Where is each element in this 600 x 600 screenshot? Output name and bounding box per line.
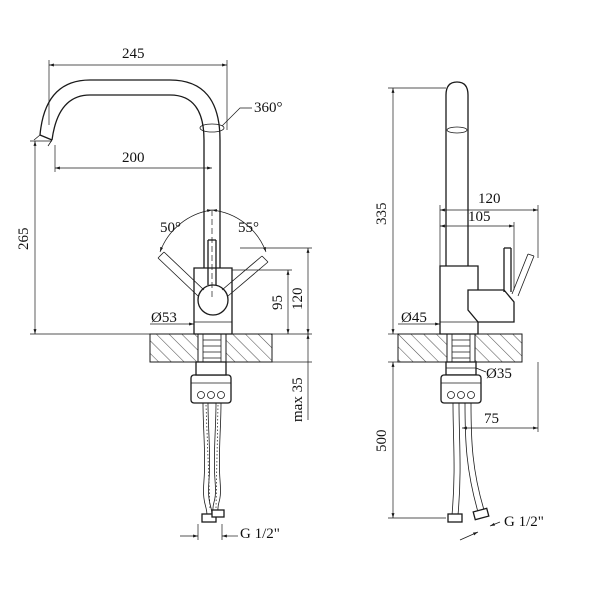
- dim-swivel: 360°: [254, 100, 283, 116]
- dim-base-diameter-side: Ø45: [401, 310, 427, 326]
- dim-hose-offset: 75: [484, 411, 499, 427]
- side-mounting-nut: [440, 374, 482, 404]
- dim-spout-reach: 200: [122, 150, 145, 166]
- side-spout: [445, 81, 469, 266]
- dim-thread-side: G 1/2": [504, 514, 544, 530]
- dim-angle-left: 50°: [160, 220, 181, 236]
- side-handle: [503, 247, 535, 297]
- dim-hose-length: 500: [374, 430, 390, 453]
- front-spout: [39, 79, 221, 268]
- dim-angle-right: 55°: [238, 220, 259, 236]
- dim-body-height: 120: [290, 288, 306, 311]
- dim-max-thickness: max 35: [290, 377, 306, 422]
- dim-shank-diameter: Ø35: [486, 366, 512, 382]
- dim-base-diameter-front: Ø53: [151, 310, 177, 326]
- front-cartridge: [197, 284, 229, 316]
- dim-total-height: 335: [374, 203, 390, 226]
- side-hoses: [447, 402, 490, 523]
- dim-width-top: 245: [122, 46, 145, 62]
- dim-handle-reach: 120: [478, 191, 501, 207]
- dim-height-spout: 265: [16, 228, 32, 251]
- dim-body-reach: 105: [468, 209, 491, 225]
- front-hoses: [201, 402, 225, 523]
- side-view: 335 120 105 Ø45 Ø35 75 500 G 1/2": [374, 81, 544, 541]
- dim-handle-height: 95: [270, 295, 286, 310]
- dim-thread-front: G 1/2": [240, 526, 280, 542]
- front-view: 245 360° 200 265 50° 55° Ø53 95 120 max …: [16, 46, 312, 542]
- side-faucet-body: [439, 265, 479, 335]
